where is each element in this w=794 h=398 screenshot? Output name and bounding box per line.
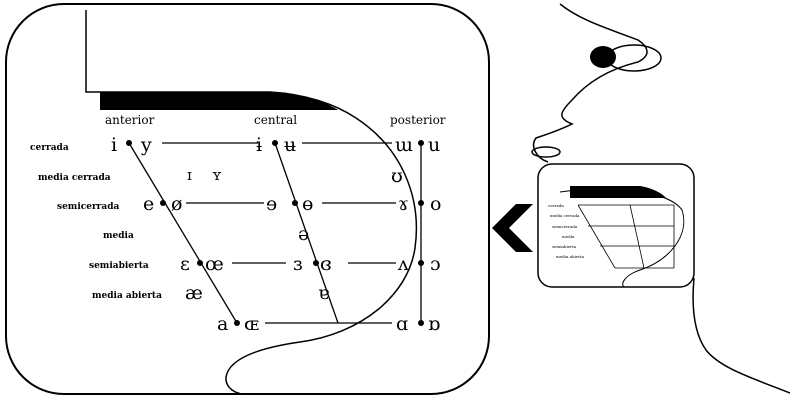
vowel-oe-ligature: œ [205, 253, 224, 275]
mini-label-semicerrada: semicerrada [552, 224, 578, 229]
jaw-outline [692, 277, 791, 394]
vowel-barred-i: ɨ [256, 134, 262, 156]
vowel-u: u [428, 134, 440, 156]
vowel-ash: æ [185, 282, 203, 304]
face-profile-outline [532, 3, 648, 163]
mini-anterior-line [577, 204, 616, 269]
mini-label-media-cerrada: media cerrada [550, 213, 580, 218]
mini-central-line [629, 204, 645, 269]
row-labels: cerrada media cerrada semicerrada media … [30, 143, 162, 301]
vowel-rams-horn: ɤ [398, 193, 409, 215]
vowel-upsilon: ʊ [391, 165, 403, 187]
vowel-epsilon: ɛ [180, 253, 190, 275]
anterior-edge-line [128, 142, 238, 324]
column-headers: anterior central posterior [105, 113, 446, 127]
dot-close-mid-front [160, 200, 166, 206]
mini-label-media: media [562, 234, 575, 239]
dot-open-front [234, 320, 240, 326]
mini-label-cerrada: cerrada [548, 203, 564, 208]
vowel-script-a: ɑ [396, 313, 408, 335]
palate-shape [100, 92, 338, 110]
main-chart-panel: anterior central posterior cerrada media… [5, 3, 490, 395]
vowel-o: o [430, 193, 441, 215]
vowel-small-cap-i: ɪ [187, 166, 192, 184]
dot-close-front [126, 140, 132, 146]
mini-label-media-abierta: media abierta [556, 254, 585, 259]
dot-close-mid-back [418, 200, 424, 206]
vowel-closed-reversed-epsilon: ɞ [320, 253, 332, 275]
vowel-open-o: ɔ [430, 253, 441, 275]
mini-tongue [559, 188, 685, 288]
vowel-reversed-e: ɘ [266, 193, 277, 215]
vowel-barred-o: ɵ [302, 193, 313, 215]
lips-outline [531, 146, 561, 158]
row-semiabierta: semiabierta [89, 261, 149, 271]
central-line [274, 142, 339, 324]
eye-pupil [590, 46, 616, 68]
column-posterior: posterior [390, 113, 446, 127]
row-semicerrada: semicerrada [57, 202, 120, 212]
vowel-barred-u: ʉ [284, 134, 296, 156]
dot-open-mid-back [418, 260, 424, 266]
dot-open-mid-central [313, 260, 319, 266]
mouth-outline [85, 10, 418, 395]
vowel-o-slash: ø [171, 193, 182, 215]
main-panel-frame [5, 3, 490, 395]
vowel-chart-lines [128, 142, 422, 324]
chevron-left-icon [492, 204, 533, 252]
vowel-pair-dots [126, 140, 424, 326]
column-anterior: anterior [105, 113, 155, 127]
vowel-small-cap-oe: ɶ [244, 313, 259, 335]
vowel-small-cap-y: ʏ [212, 166, 222, 184]
row-media-cerrada: media cerrada [38, 173, 111, 183]
dot-close-back [418, 140, 424, 146]
vowel-schwa: ə [298, 223, 309, 245]
vowel-turned-a: ɐ [318, 282, 329, 304]
vowel-a: a [217, 313, 228, 335]
mini-label-semiabierta: semiabierta [552, 244, 577, 249]
mini-chart-panel: cerrada media cerrada semicerrada media … [537, 163, 695, 288]
vowel-turned-m: ɯ [395, 134, 413, 156]
row-media-abierta: media abierta [92, 291, 162, 301]
vowel-e: e [143, 193, 154, 215]
dot-open-back [418, 320, 424, 326]
column-central: central [254, 113, 297, 127]
dot-close-central [272, 140, 278, 146]
vowel-turned-script-a: ɒ [428, 313, 440, 335]
mini-row-labels: cerrada media cerrada semicerrada media … [548, 203, 585, 259]
vowel-turned-v: ʌ [397, 253, 409, 275]
row-media: media [103, 231, 134, 241]
mini-vowel-grid [577, 204, 675, 269]
row-cerrada: cerrada [30, 143, 69, 153]
dot-close-mid-central [292, 200, 298, 206]
vowel-y: y [140, 134, 152, 156]
vowel-i: i [111, 134, 117, 156]
dot-open-mid-front [197, 260, 203, 266]
vowel-symbols: i y ɨ ʉ ɯ u ɪ ʏ ʊ e ø ɘ ɵ ɤ o ə ɛ œ ɜ ɞ … [111, 134, 441, 335]
vowel-reversed-epsilon: ɜ [293, 253, 303, 275]
